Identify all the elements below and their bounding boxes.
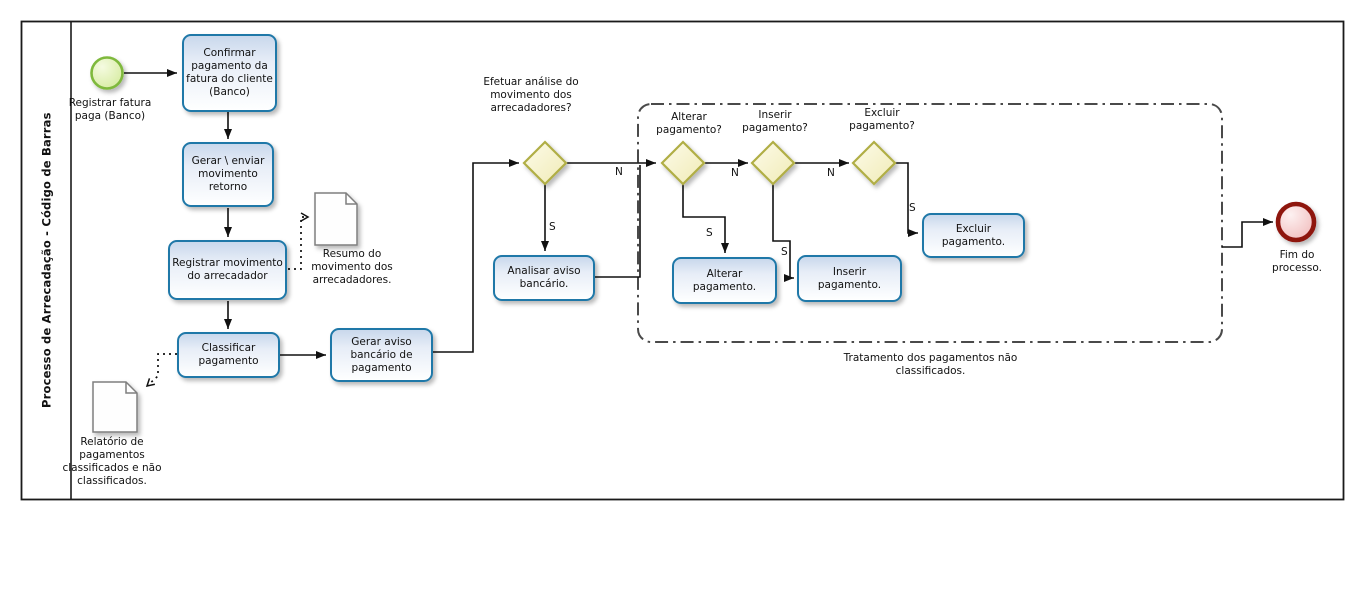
gateway-alterar-label: Alterar pagamento? [656,111,722,136]
task-inserir-pagamento-label: Inserir pagamento. [817,265,882,291]
gateway-analise-label: Efetuar análise do movimento dos arrecad… [483,76,579,114]
end-event-label: Fim do processo. [1272,249,1322,274]
document-resumo-label: Resumo do movimento dos arrecadadores. [311,248,393,286]
gateway-analise-no-label: N [615,166,623,178]
association-classificar-to-relatorio [145,353,177,388]
task-registrar-movimento[interactable]: Registrar movimento do arrecadador [168,240,287,300]
task-excluir-pagamento[interactable]: Excluir pagamento. [922,213,1025,258]
start-event-label: Registrar fatura paga (Banco) [68,97,152,122]
gateway-excluir-label: Excluir pagamento? [849,107,915,132]
task-registrar-movimento-label: Registrar movimento do arrecadador [172,257,283,282]
gateway-excluir-diamond[interactable] [851,140,897,186]
lane-title: Processo de Arrecadação - Código de Barr… [39,112,54,409]
flow-gw-inserir-yes [772,184,794,282]
gateway-excluir-yes-label: S [909,202,916,214]
flow-gw-excluir-yes [895,162,918,237]
task-gerar-enviar-movimento-label: Gerar \ enviar movimento retorno [191,155,265,193]
task-excluir-pagamento-label: Excluir pagamento. [941,222,1006,248]
task-gerar-enviar-movimento[interactable]: Gerar \ enviar movimento retorno [182,142,274,207]
flow-gw-alterar-yes [682,184,729,253]
flow-analisar-merge [595,165,641,278]
document-relatorio-label: Relatório de pagamentos classificados e … [62,436,162,487]
pool-border [20,20,1345,501]
task-analisar-aviso[interactable]: Analisar aviso bancário. [493,255,595,301]
gateway-inserir-label: Inserir pagamento? [742,109,808,134]
task-confirmar-pagamento[interactable]: Confirmar pagamento da fatura do cliente… [182,34,277,112]
task-gerar-aviso-bancario-label: Gerar aviso bancário de pagamento [350,335,413,374]
task-classificar-pagamento-label: Classificar pagamento [198,342,259,367]
gateway-alterar-diamond[interactable] [660,140,706,186]
end-event-circle[interactable] [1275,201,1317,243]
associations [145,212,310,388]
group-tratamento-label: Tratamento dos pagamentos não classifica… [843,352,1018,377]
gateway-analise-yes-label: S [549,221,556,233]
gateway-inserir-no-label: N [827,167,835,179]
start-event-circle[interactable] [90,56,124,90]
task-inserir-pagamento[interactable]: Inserir pagamento. [797,255,902,302]
group-tratamento-box[interactable] [637,103,1223,343]
task-alterar-pagamento-label: Alterar pagamento. [692,267,757,293]
task-classificar-pagamento[interactable]: Classificar pagamento [177,332,280,378]
gateway-inserir-yes-label: S [781,246,788,258]
task-alterar-pagamento[interactable]: Alterar pagamento. [672,257,777,304]
task-gerar-aviso-bancario[interactable]: Gerar aviso bancário de pagamento [330,328,433,382]
task-confirmar-pagamento-label: Confirmar pagamento da fatura do cliente… [186,47,273,98]
document-resumo-icon[interactable] [314,192,358,246]
gateway-analise-diamond[interactable] [522,140,568,186]
flow-group-to-end [1222,218,1273,248]
task-analisar-aviso-label: Analisar aviso bancário. [507,265,581,290]
gateway-alterar-yes-label: S [706,227,713,239]
document-relatorio-icon[interactable] [92,381,138,433]
gateway-inserir-diamond[interactable] [750,140,796,186]
document-resumo-fold-icon [345,193,357,205]
document-relatorio-fold-icon [125,382,137,394]
gateway-alterar-no-label: N [731,167,739,179]
association-registrar-to-resumo [288,212,310,270]
flow-gerar-aviso-to-gw-analise [433,159,519,353]
sequence-flows [124,69,1273,359]
